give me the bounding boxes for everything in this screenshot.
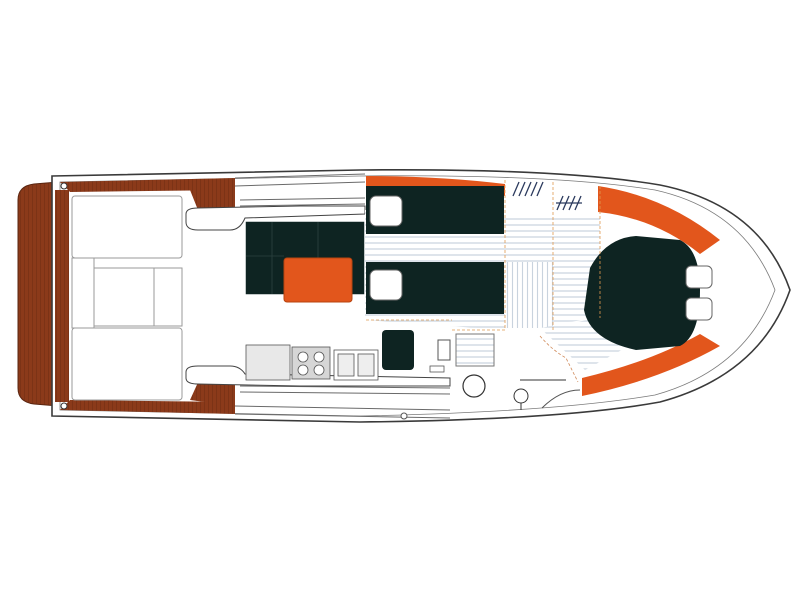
cockpit-teak-top	[60, 178, 235, 192]
hanging-locker-2	[556, 195, 582, 211]
v-berth-upholstery-bottom	[582, 334, 720, 396]
dinette-table	[283, 257, 353, 303]
cockpit-seating	[71, 195, 183, 401]
cleat-bottom	[60, 402, 68, 410]
v-berth-upholstery-top	[598, 186, 720, 254]
hull-inner-line	[59, 175, 776, 417]
helm-console-top	[185, 205, 366, 231]
cockpit-teak-bottom	[60, 400, 235, 414]
galley-counter	[245, 344, 379, 381]
v-berth-mattress	[584, 236, 700, 350]
side-deck-bottom	[234, 385, 451, 419]
shower-tray	[455, 333, 495, 367]
washbasin	[513, 388, 529, 404]
cleat-top	[60, 182, 68, 190]
cockpit-teak-left	[55, 190, 69, 402]
deck-fitting	[400, 412, 408, 420]
v-berth-pillows	[685, 265, 713, 321]
side-deck-top	[234, 173, 366, 207]
hanging-locker-1	[512, 181, 544, 197]
head-sink	[437, 339, 451, 361]
bulkheads	[366, 180, 601, 331]
toilet	[462, 374, 486, 398]
salon-step	[429, 365, 445, 373]
guest-berth-pillows	[369, 195, 403, 301]
helm-seat	[382, 330, 414, 370]
companionway-floor	[505, 262, 553, 328]
